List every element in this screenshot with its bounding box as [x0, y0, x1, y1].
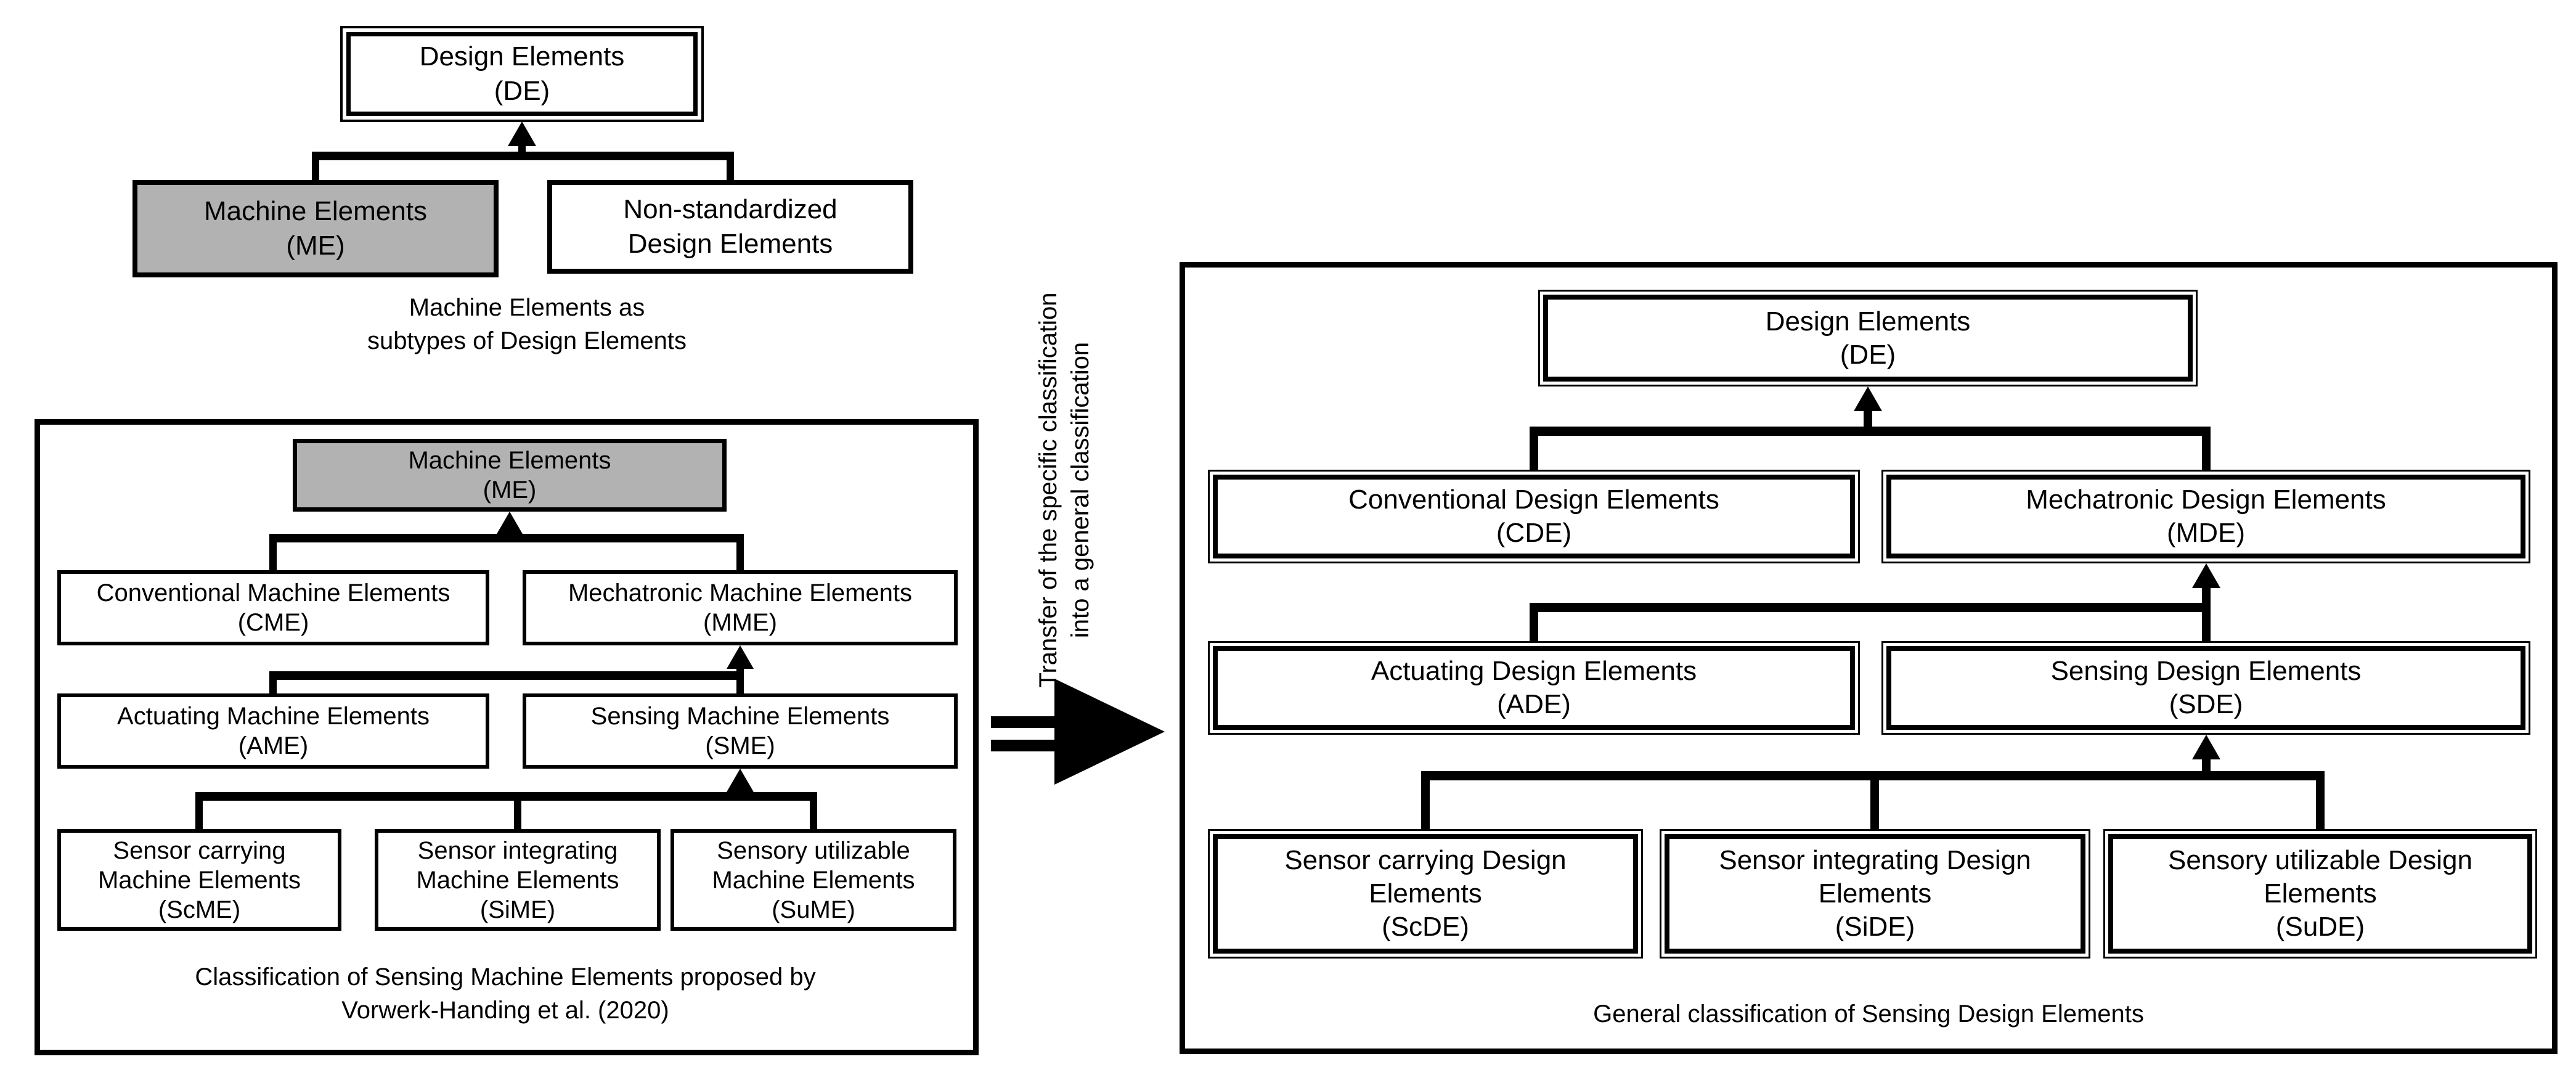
box-design-elements-de: Design Elements (DE) — [1538, 290, 2198, 386]
box-title: Actuating Design Elements — [1371, 656, 1697, 686]
caption-line-2: Vorwerk-Handing et al. (2020) — [341, 997, 669, 1024]
box-abbr: (ScDE) — [1382, 912, 1469, 942]
box-machine-elements-me-top: Machine Elements (ME) — [132, 180, 499, 277]
box-title: Mechatronic Design Elements — [2026, 484, 2386, 515]
top-arrowhead-up-icon — [508, 121, 536, 146]
box-abbr: (DE) — [1840, 339, 1896, 370]
left-bus-2 — [269, 671, 744, 680]
left-drop-2a — [269, 671, 277, 693]
box-abbr: (SiDE) — [1835, 912, 1915, 942]
box-abbr: (ME) — [483, 476, 537, 504]
box-title: Sensing Design Elements — [2050, 656, 2362, 686]
box-abbr: (ME) — [286, 231, 345, 261]
box-title: Conventional Design Elements — [1348, 484, 1719, 515]
caption-top-diagram: Machine Elements as subtypes of Design E… — [280, 291, 773, 358]
box-non-standardized-design-elements: Non-standardized Design Elements — [547, 180, 913, 274]
box-actuating-design-elements-ade: Actuating Design Elements (ADE) — [1208, 641, 1860, 735]
box-title: Conventional Machine Elements — [96, 579, 450, 607]
box-conventional-design-elements-cde: Conventional Design Elements (CDE) — [1208, 470, 1860, 563]
box-title: Machine Elements — [408, 447, 611, 474]
box-mechatronic-design-elements-mde: Mechatronic Design Elements (MDE) — [1881, 470, 2530, 563]
box-abbr: (DE) — [494, 76, 550, 106]
left-arrowhead-2-icon — [727, 645, 754, 669]
box-sensory-utilizable-machine-elements-sume: Sensory utilizable Machine Elements (SuM… — [670, 829, 956, 931]
box-title: Sensing Machine Elements — [590, 703, 890, 730]
caption-line-1: General classification of Sensing Design… — [1593, 1000, 2144, 1028]
transfer-arrow-bar-top — [991, 716, 1056, 728]
right-drop-1b — [2202, 427, 2211, 470]
box-abbr: (SiME) — [479, 896, 556, 923]
box-title: Mechatronic Machine Elements — [568, 579, 913, 607]
box-title: Sensory utilizable Machine Elements — [712, 836, 915, 894]
box-sensory-utilizable-design-elements-sude: Sensory utilizable Design Elements (SuDE… — [2103, 829, 2537, 959]
box-abbr: (AME) — [238, 732, 309, 759]
box-title: Sensor integrating Machine Elements — [416, 836, 619, 894]
box-sensor-integrating-machine-elements-sime: Sensor integrating Machine Elements (SiM… — [375, 829, 661, 931]
box-sensor-integrating-design-elements-side: Sensor integrating Design Elements (SiDE… — [1660, 829, 2090, 959]
box-abbr: (SME) — [705, 732, 775, 759]
box-abbr: (ScME) — [158, 896, 241, 923]
box-design-elements-de-top: Design Elements (DE) — [340, 26, 704, 122]
right-drop-1a — [1530, 427, 1538, 470]
box-conventional-machine-elements-cme: Conventional Machine Elements (CME) — [57, 570, 489, 645]
right-arrowhead-1-icon — [1854, 386, 1882, 411]
caption-line-1: Classification of Sensing Machine Elemen… — [195, 963, 816, 991]
box-title: Non-standardized Design Elements — [623, 194, 838, 259]
right-arrow-shaft-2 — [2202, 583, 2211, 612]
box-abbr: (SuDE) — [2275, 912, 2365, 942]
left-drop-1a — [269, 534, 277, 570]
caption-line-1: Machine Elements as — [409, 294, 645, 321]
caption-left-panel: Classification of Sensing Machine Elemen… — [74, 960, 937, 1027]
right-drop-3b — [1870, 771, 1879, 829]
box-abbr: (CDE) — [1496, 518, 1572, 548]
box-sensor-carrying-machine-elements-scme: Sensor carrying Machine Elements (ScME) — [57, 829, 341, 931]
box-actuating-machine-elements-ame: Actuating Machine Elements (AME) — [57, 693, 489, 769]
box-abbr: (SuME) — [772, 896, 855, 923]
box-sensing-machine-elements-sme: Sensing Machine Elements (SME) — [523, 693, 958, 769]
box-title: Sensor carrying Design Elements — [1284, 845, 1567, 909]
transfer-label: Transfer of the specific classification … — [1032, 274, 1096, 706]
right-arrow-shaft-1 — [1864, 404, 1872, 436]
right-drop-2b — [2202, 603, 2211, 641]
box-title: Sensory utilizable Design Elements — [2167, 845, 2473, 909]
box-title: Design Elements — [419, 41, 625, 72]
box-sensing-design-elements-sde: Sensing Design Elements (SDE) — [1881, 641, 2530, 735]
box-abbr: (MME) — [703, 609, 777, 636]
top-drop-left — [312, 152, 319, 180]
transfer-label-line-1: Transfer of the specific classification — [1035, 292, 1062, 688]
left-drop-3a — [195, 792, 203, 829]
right-drop-3c — [2316, 771, 2325, 829]
box-title: Design Elements — [1765, 306, 1971, 337]
transfer-label-line-2: into a general classification — [1067, 341, 1094, 639]
right-drop-3a — [1421, 771, 1430, 829]
transfer-arrow-bar-bottom — [991, 740, 1056, 751]
caption-line-2: subtypes of Design Elements — [367, 327, 687, 354]
right-arrowhead-2-icon — [2192, 563, 2220, 588]
box-machine-elements-me: Machine Elements (ME) — [293, 439, 727, 512]
box-title: Sensor integrating Design Elements — [1719, 845, 2031, 909]
left-drop-3b — [514, 792, 521, 829]
right-arrowhead-3-icon — [2192, 735, 2220, 759]
left-arrowhead-3-icon — [727, 769, 754, 792]
box-sensor-carrying-design-elements-scde: Sensor carrying Design Elements (ScDE) — [1208, 829, 1643, 959]
box-title: Sensor carrying Machine Elements — [97, 836, 301, 894]
box-abbr: (SDE) — [2169, 689, 2243, 719]
top-drop-right — [727, 152, 734, 180]
box-abbr: (MDE) — [2166, 518, 2246, 548]
right-bus-2 — [1530, 603, 2211, 612]
box-mechatronic-machine-elements-mme: Mechatronic Machine Elements (MME) — [523, 570, 958, 645]
box-abbr: (ADE) — [1497, 689, 1571, 719]
box-abbr: (CME) — [237, 609, 309, 636]
box-title: Actuating Machine Elements — [117, 703, 430, 730]
left-drop-3c — [810, 792, 817, 829]
left-bus-3 — [195, 792, 817, 801]
right-drop-2a — [1530, 603, 1538, 641]
caption-right-panel: General classification of Sensing Design… — [1376, 997, 2362, 1031]
transfer-arrow-icon — [1054, 679, 1165, 785]
box-title: Machine Elements — [204, 196, 427, 226]
left-drop-1b — [736, 534, 744, 570]
left-arrowhead-1-icon — [496, 512, 523, 535]
